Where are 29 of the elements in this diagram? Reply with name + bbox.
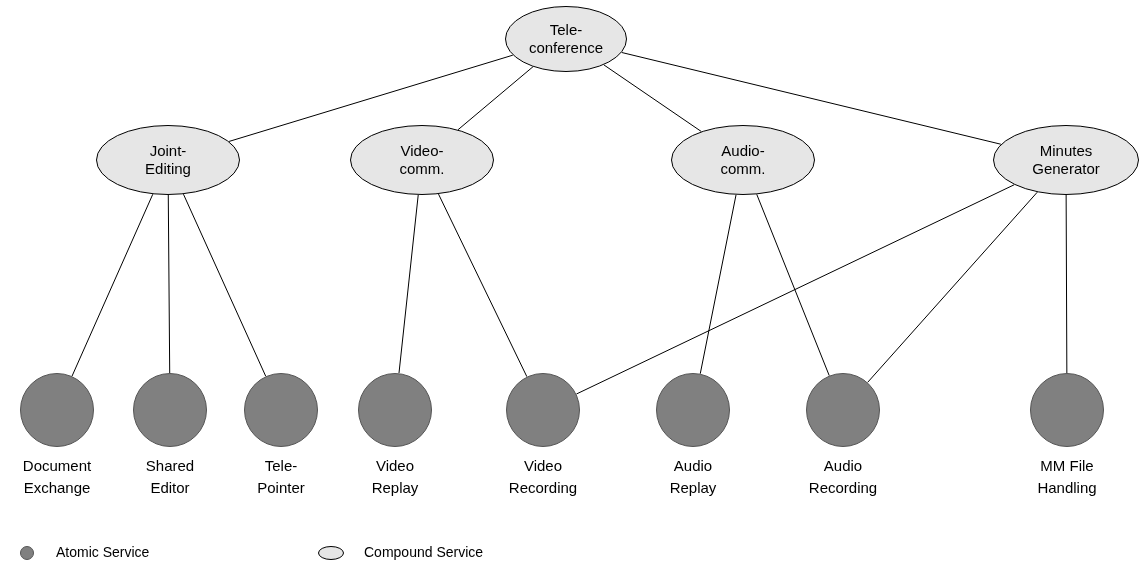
connector-line	[621, 52, 1002, 145]
connector-line	[756, 193, 830, 377]
connector-line	[167, 194, 171, 374]
connector-line	[438, 193, 528, 378]
node-label: Tele- Pointer	[256, 456, 306, 498]
node-label: Video Replay	[370, 456, 420, 498]
connector-line	[603, 64, 702, 132]
node-label: Audio Recording	[807, 456, 879, 498]
legend-label: Atomic Service	[56, 544, 150, 560]
connector-line	[457, 66, 534, 131]
connector-line	[398, 194, 419, 374]
connector-line	[699, 194, 737, 375]
node-label: Video Recording	[507, 456, 579, 498]
node-label: MM File Handling	[1036, 456, 1098, 498]
connector-line	[228, 54, 514, 142]
node-label: Joint- Editing	[144, 142, 192, 178]
connector-line	[867, 191, 1038, 383]
node-label: Document Exchange	[21, 456, 93, 498]
node-label: Tele- conference	[528, 21, 604, 57]
connector-line	[71, 193, 154, 377]
node-label: Shared Editor	[144, 456, 196, 498]
legend-label: Compound Service	[364, 544, 484, 560]
connector-line	[182, 193, 267, 377]
connector-line	[575, 184, 1015, 395]
connector-line	[1065, 194, 1068, 374]
node-label: Video- comm.	[398, 142, 446, 178]
node-label: Audio- comm.	[719, 142, 767, 178]
node-label: Minutes Generator	[1031, 142, 1101, 178]
node-label: Audio Replay	[668, 456, 718, 498]
